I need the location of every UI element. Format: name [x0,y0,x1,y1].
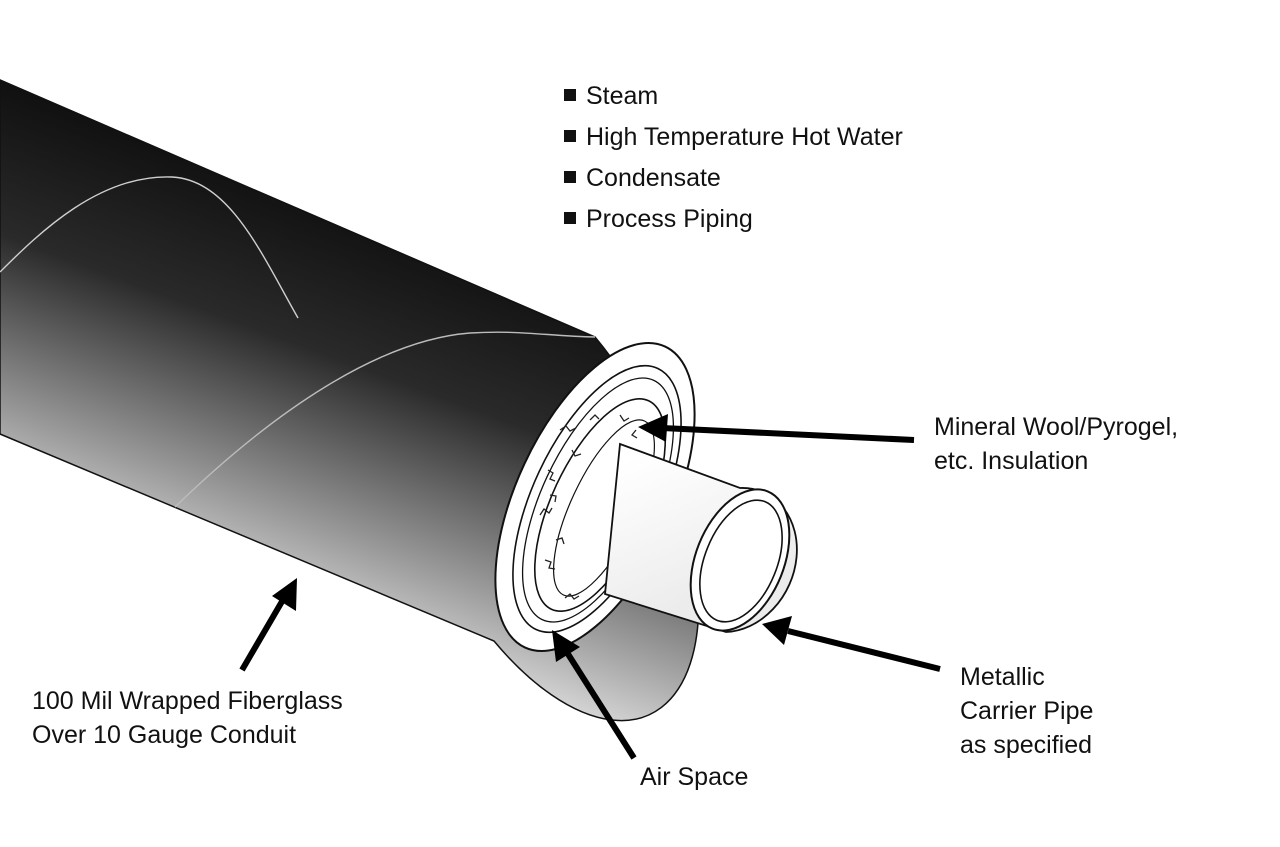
air-space-label-line: Air Space [640,763,749,791]
bullet-square-icon [564,130,576,142]
application-label: Process Piping [586,205,753,233]
air-space-label: Air Space [640,760,748,794]
application-item: Steam [564,76,903,117]
insulation-label-line: Mineral Wool/Pyrogel, [934,413,1179,441]
carrier-pipe [604,442,798,633]
callout-arrows [239,414,941,760]
application-list: Steam High Temperature Hot Water Condens… [564,76,903,240]
application-item: Process Piping [564,199,903,240]
carrier-pipe-label: Metallic Carrier Pipe as specified [960,660,1093,762]
application-item: Condensate [564,158,903,199]
carrier-pipe-label-line: Metallic [960,663,1045,691]
arrow-insulation [638,414,915,443]
application-label: Steam [586,82,659,110]
bullet-square-icon [564,171,576,183]
wrap-seam [174,331,596,508]
arrow-carrier-pipe [762,616,941,672]
conduit-label-line: Over 10 Gauge Conduit [32,721,297,749]
bullet-square-icon [564,89,576,101]
application-item: High Temperature Hot Water [564,117,903,158]
arrow-air-space [552,630,637,760]
arrow-conduit [239,578,297,672]
insulation-label: Mineral Wool/Pyrogel, etc. Insulation [934,410,1178,478]
conduit-label: 100 Mil Wrapped Fiberglass Over 10 Gauge… [32,684,343,752]
application-label: Condensate [586,164,721,192]
conduit-label-line: 100 Mil Wrapped Fiberglass [32,687,343,715]
carrier-pipe-label-line: Carrier Pipe [960,697,1094,725]
wrap-seam [0,176,299,319]
application-label: High Temperature Hot Water [586,123,903,151]
insulation-label-line: etc. Insulation [934,447,1089,475]
bullet-square-icon [564,212,576,224]
carrier-pipe-label-line: as specified [960,731,1093,759]
